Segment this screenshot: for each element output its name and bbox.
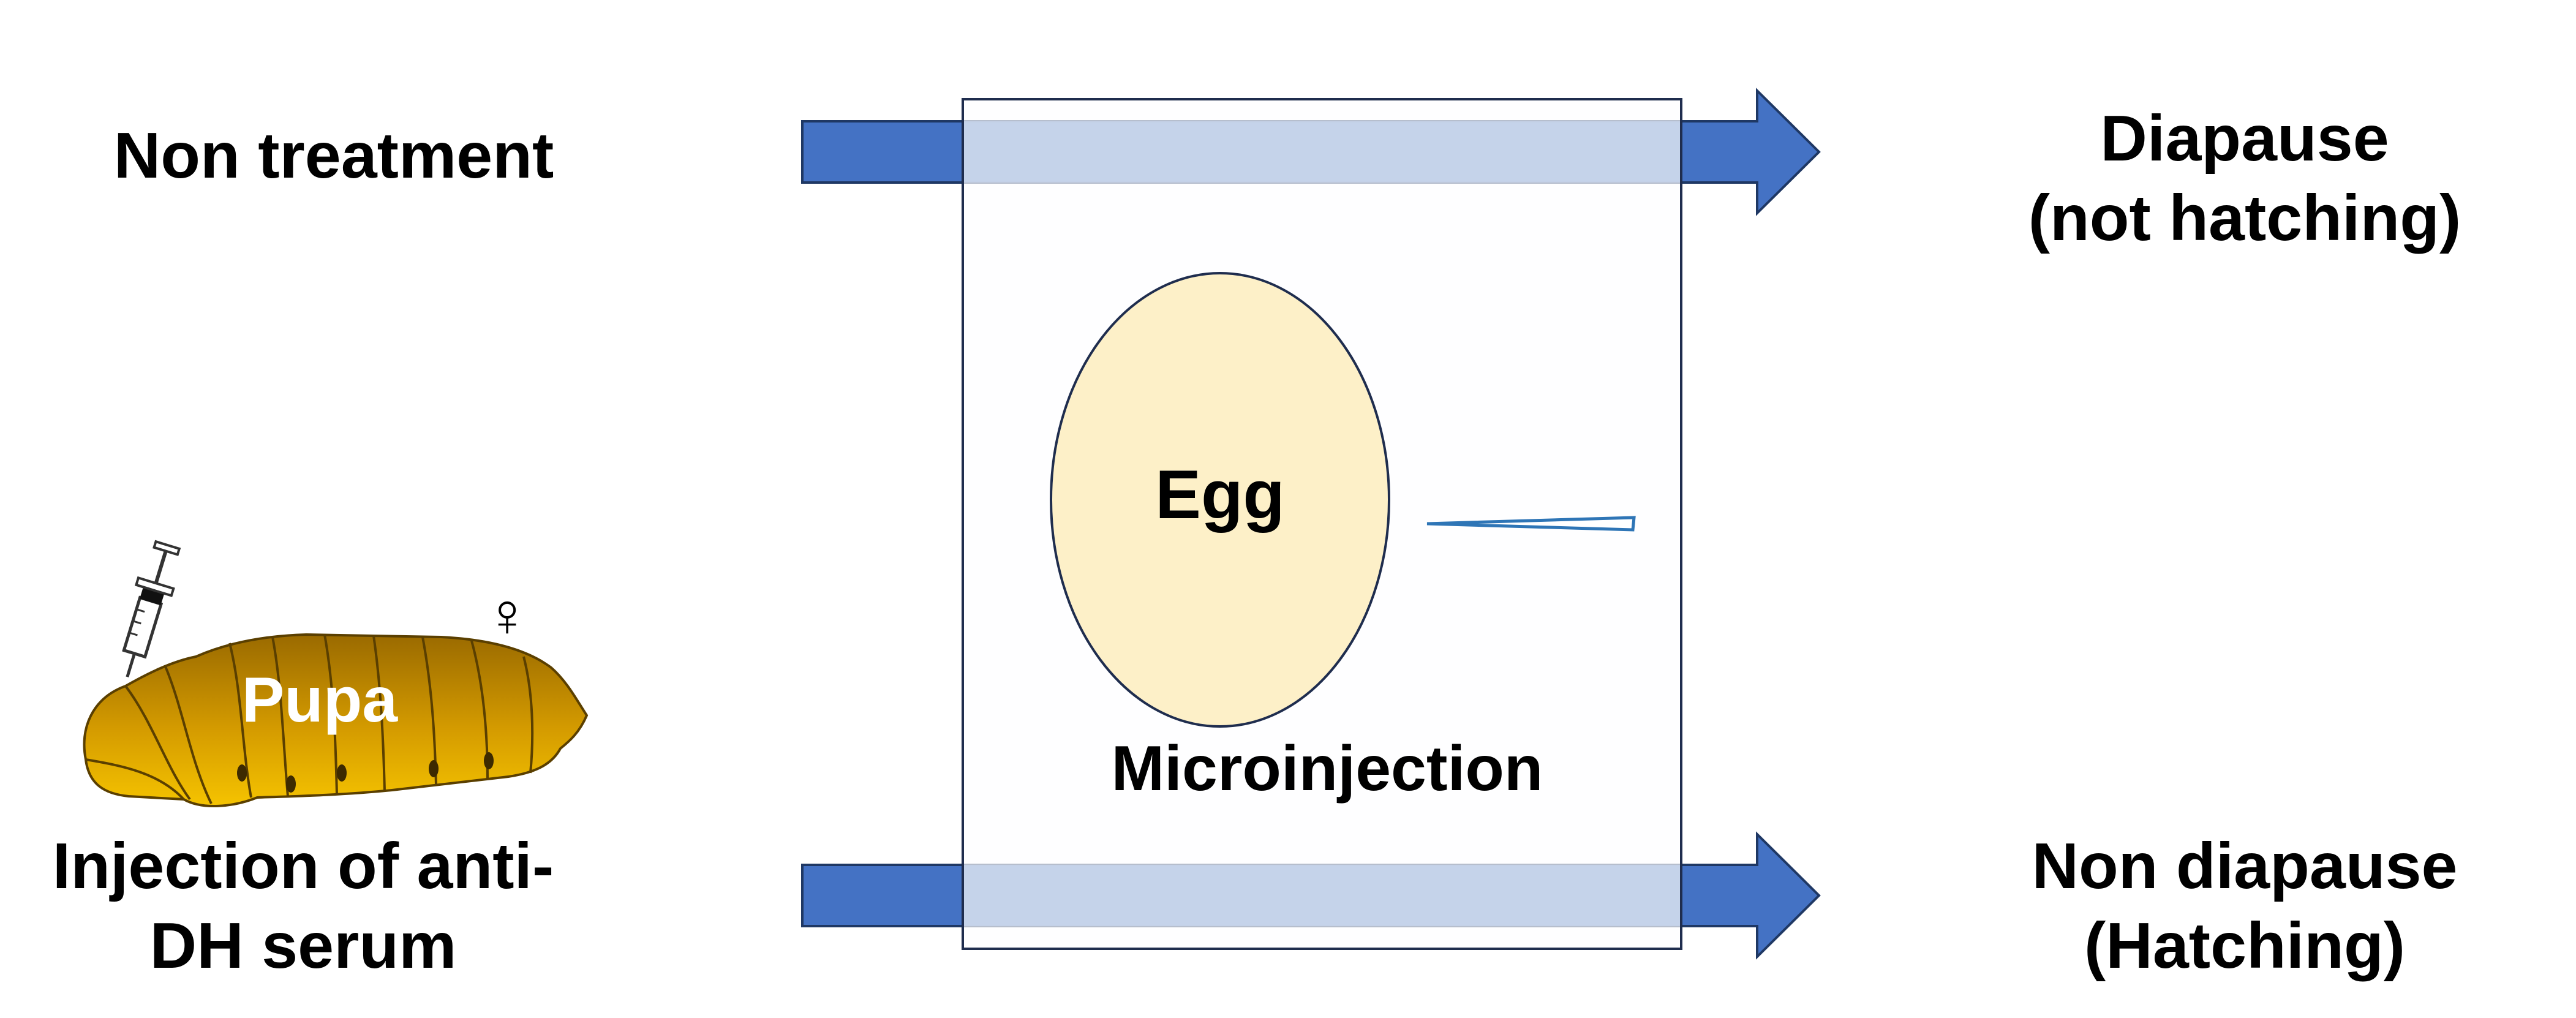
female-symbol-icon: ♀ [484,581,530,649]
microinjection-label: Microinjection [1112,733,1543,804]
injection-label-line2: DH serum [150,910,457,982]
diapause-label-line1: Diapause [2100,102,2389,175]
injection-label-line1: Injection of anti- [53,830,554,902]
diapause-label-line2: (not hatching) [2028,182,2461,254]
bottom-band [964,865,1680,926]
pupa-label: Pupa [242,665,398,736]
egg: Egg [1050,272,1390,728]
non-treatment-label: Non treatment [114,119,554,192]
top-band [964,121,1680,183]
egg-label: Egg [1155,456,1285,533]
non-diapause-label-line2: (Hatching) [2084,910,2405,982]
non-diapause-label-line1: Non diapause [2032,830,2457,902]
egg-shape [1050,272,1390,728]
pupa-illustration: Pupa [83,633,589,807]
microinjection-needle-icon [1426,516,1636,532]
syringe-icon [122,540,181,677]
pupa-body [83,633,589,807]
